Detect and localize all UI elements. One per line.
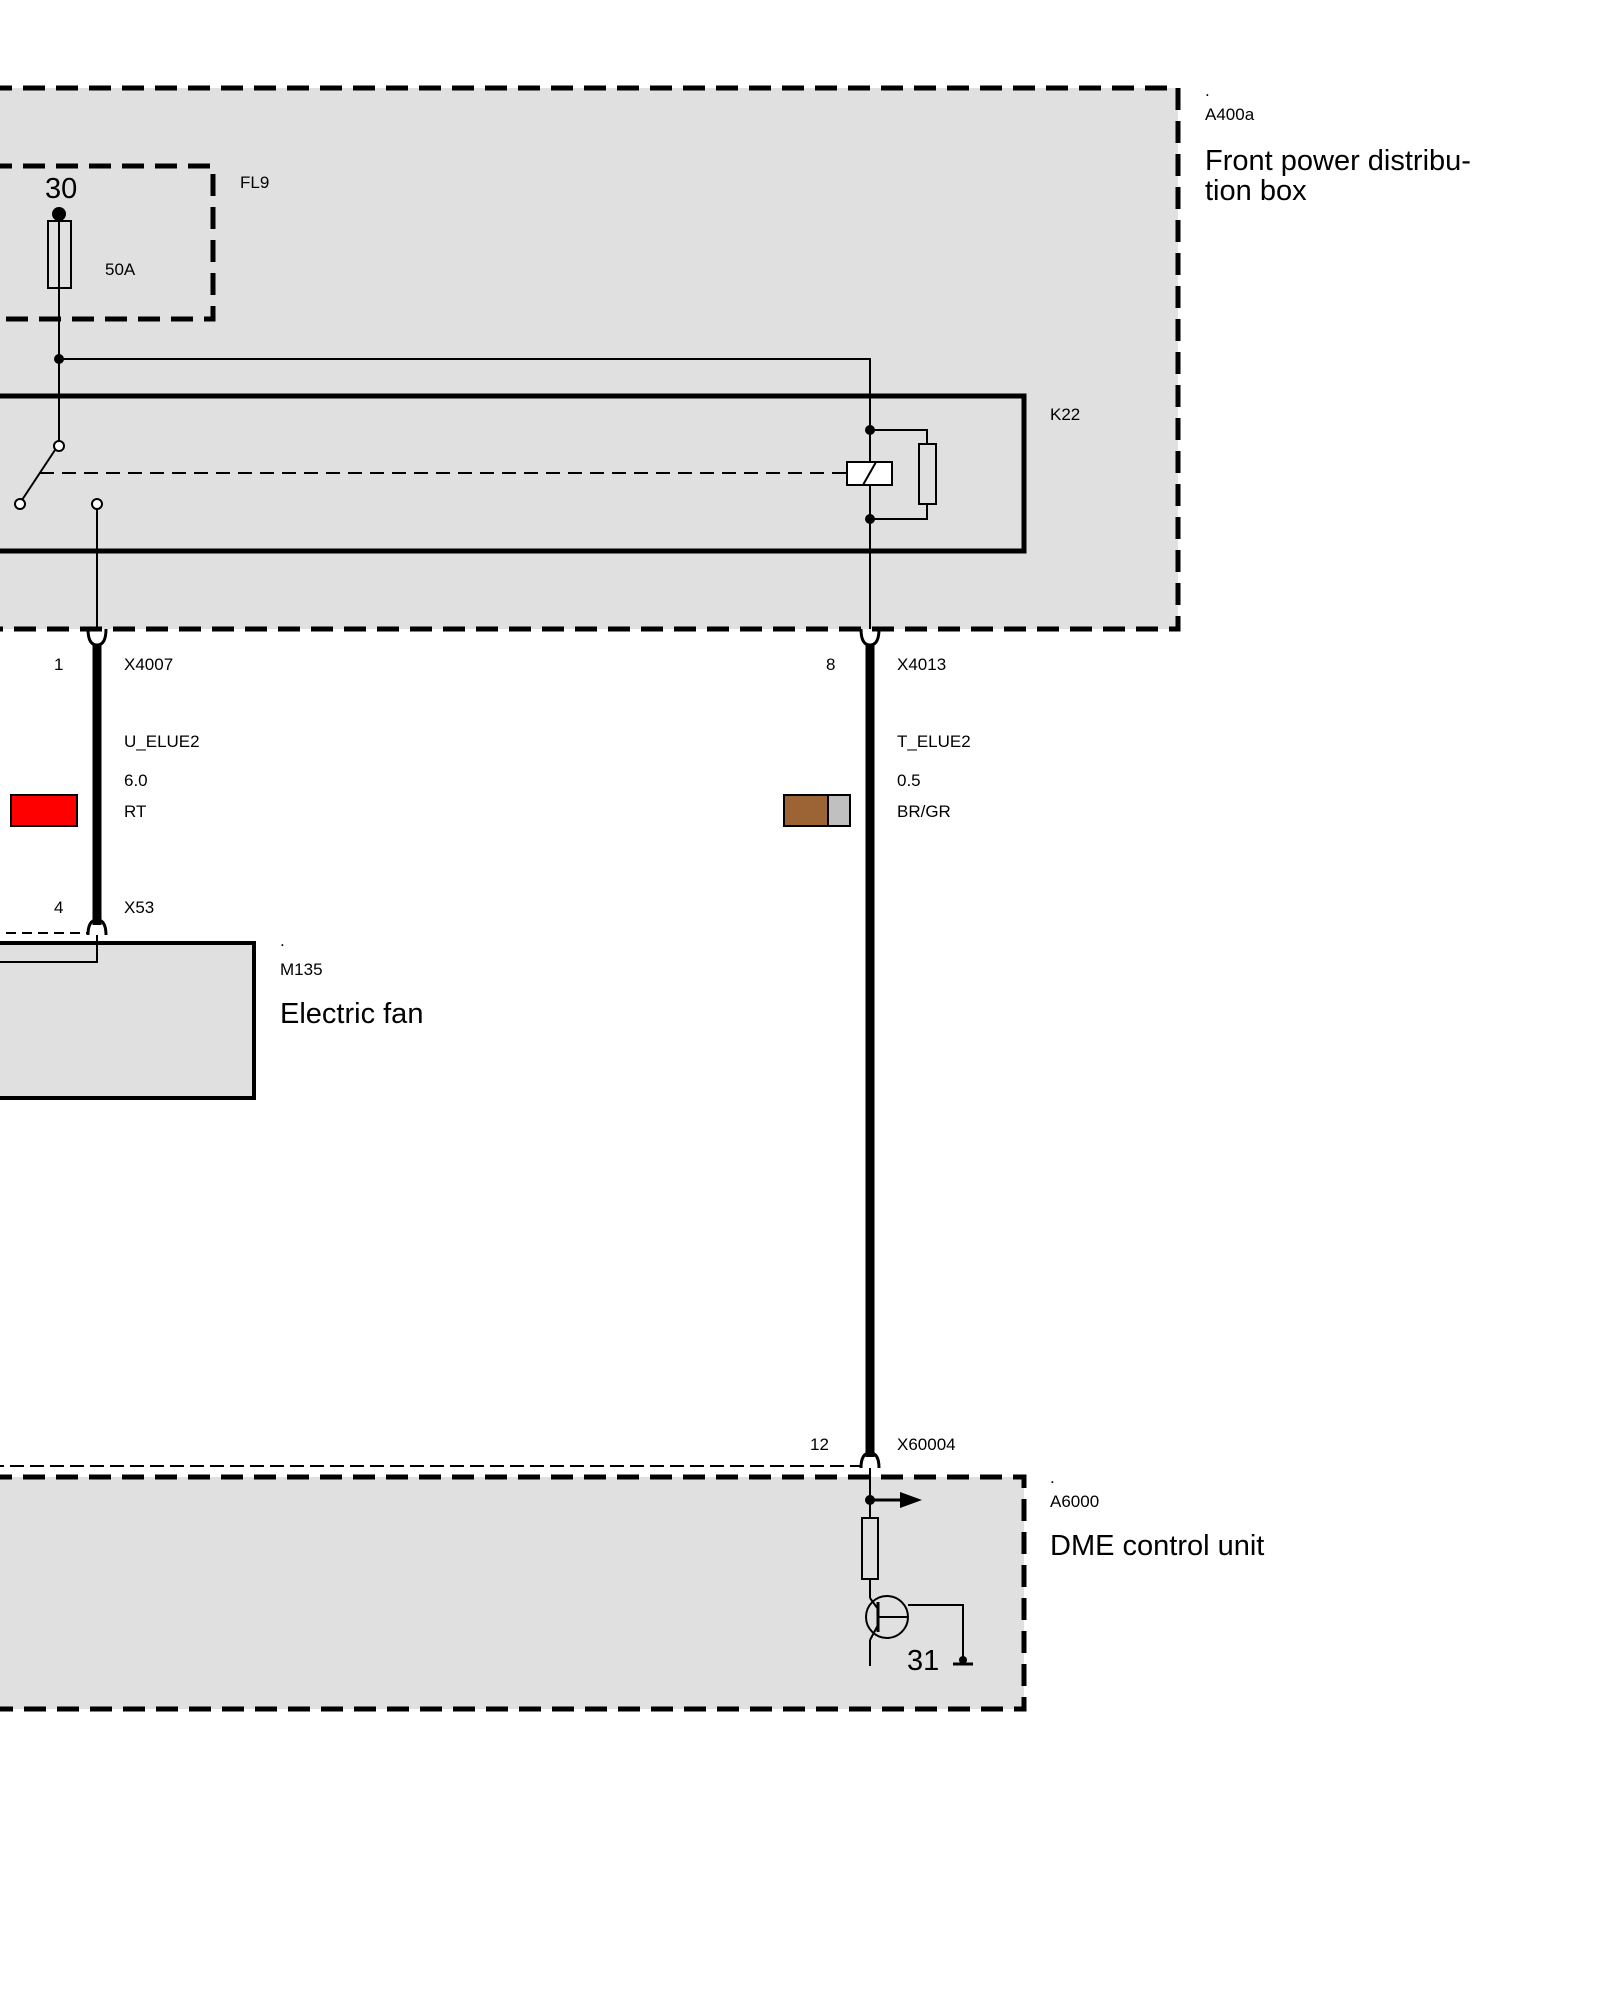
transistor-emitter [869, 1624, 879, 1641]
relay-coil-slash [862, 461, 877, 486]
signal-u-elue2-label: U_ELUE2 [124, 732, 200, 751]
m135-code: M135 [280, 960, 323, 979]
a400a-title-line2: tion box [1205, 175, 1307, 207]
pin-1-label: 1 [54, 655, 63, 674]
switch-pivot-icon [14, 498, 26, 510]
gauge-6-0-label: 6.0 [124, 771, 148, 790]
wire-color-swatch-gray [827, 794, 851, 827]
a400a-code: A400a [1205, 105, 1255, 124]
m135-internal-wire [0, 935, 98, 963]
a400a-dot: . [1205, 81, 1210, 100]
suppression-branch-top [870, 429, 928, 444]
pin-12-label: 12 [810, 1435, 829, 1454]
connector-x4013-label: X4013 [897, 655, 946, 674]
switch-blade-icon [21, 449, 56, 501]
ground-terminal-31: 31 [907, 1645, 939, 1677]
color-rt-label: RT [124, 802, 146, 821]
ground-wire [908, 1604, 964, 1660]
wire-color-swatch-red [10, 794, 78, 827]
fl9-code: FL9 [240, 173, 269, 192]
wire-color-swatch-brown [783, 794, 829, 827]
k22-relay-box [0, 393, 1027, 554]
a6000-box [0, 1474, 1027, 1712]
connector-x60004-plug-icon [859, 1451, 881, 1469]
m135-dot: . [280, 931, 285, 950]
switch-contact-fixed-icon [53, 440, 65, 452]
a400a-title-line1: Front power distribu- [1205, 145, 1471, 177]
signal-t-elue2-label: T_ELUE2 [897, 732, 971, 751]
ground-dot-icon [959, 1656, 967, 1664]
connector-x4007-label: X4007 [124, 655, 173, 674]
signal-arrow-icon [900, 1492, 922, 1508]
gauge-0-5-label: 0.5 [897, 771, 921, 790]
connector-x53-label: X53 [124, 898, 154, 917]
connector-x53-plug-icon [86, 918, 108, 936]
fl9-rating: 50A [105, 260, 136, 279]
a6000-dot: . [1050, 1468, 1055, 1487]
suppression-branch-bottom [870, 504, 928, 520]
connector-x60004-label: X60004 [897, 1435, 956, 1454]
fl9-box [0, 163, 216, 322]
k22-code: K22 [1050, 405, 1080, 424]
switch-output-contact-icon [91, 498, 103, 510]
transistor-collector [869, 1597, 879, 1610]
color-br-gr-label: BR/GR [897, 802, 951, 821]
fl9-terminal-30: 30 [45, 173, 77, 205]
m135-box [0, 941, 256, 1100]
pin-4-label: 4 [54, 898, 63, 917]
m135-title: Electric fan [280, 998, 423, 1030]
feed-wire-to-coil [59, 358, 871, 430]
a6000-title: DME control unit [1050, 1530, 1264, 1562]
a6000-code: A6000 [1050, 1492, 1099, 1511]
pin-8-label: 8 [826, 655, 835, 674]
